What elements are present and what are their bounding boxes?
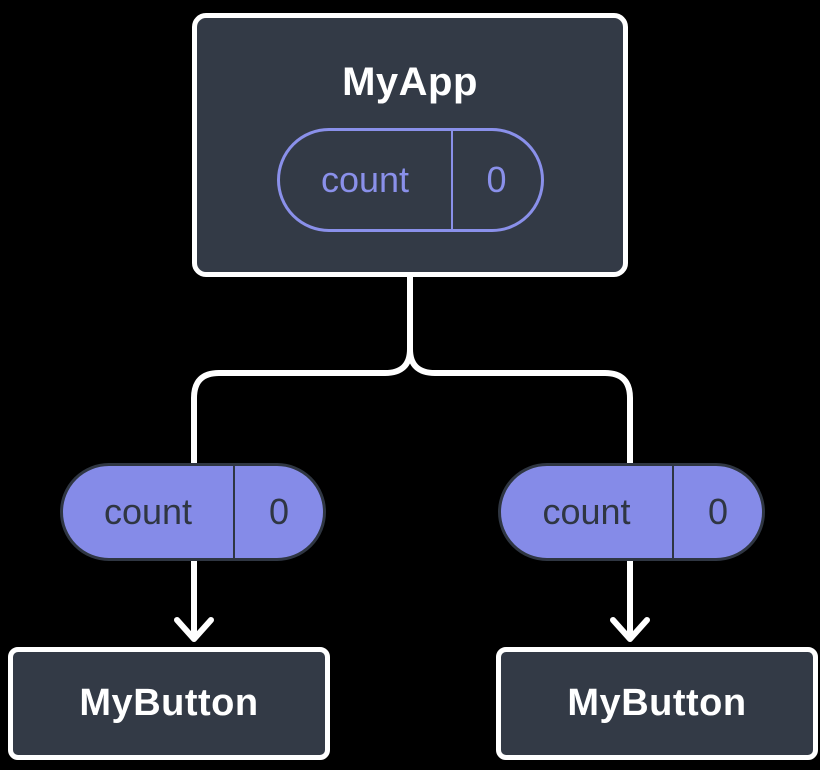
- edge-root-to-left-line: [191, 274, 413, 639]
- prop-pill-right: count 0: [498, 463, 765, 561]
- arrowhead-down-right-icon: [610, 617, 650, 642]
- node-mybutton-right: MyButton: [496, 647, 818, 760]
- state-pill-count: count 0: [276, 128, 544, 232]
- prop-pill-left: count 0: [60, 463, 326, 561]
- prop-pill-name: count: [542, 491, 631, 532]
- pill-divider: [233, 466, 235, 558]
- node-mybutton-title: MyButton: [567, 682, 747, 724]
- prop-pill-name: count: [103, 491, 193, 532]
- node-mybutton-title: MyButton: [79, 682, 259, 724]
- node-mybutton-left: MyButton: [8, 647, 330, 760]
- pill-divider: [672, 466, 674, 558]
- prop-pill-value: 0: [268, 491, 290, 532]
- arrowhead-down-left-icon: [174, 617, 214, 642]
- node-myapp: MyApp count 0: [192, 13, 628, 277]
- state-pill-name: count: [320, 159, 410, 200]
- state-pill-value: 0: [486, 159, 507, 200]
- node-myapp-title: MyApp: [342, 60, 478, 104]
- prop-pill-value: 0: [707, 491, 729, 532]
- pill-divider: [450, 131, 453, 229]
- edge-root-to-right-line: [407, 274, 633, 639]
